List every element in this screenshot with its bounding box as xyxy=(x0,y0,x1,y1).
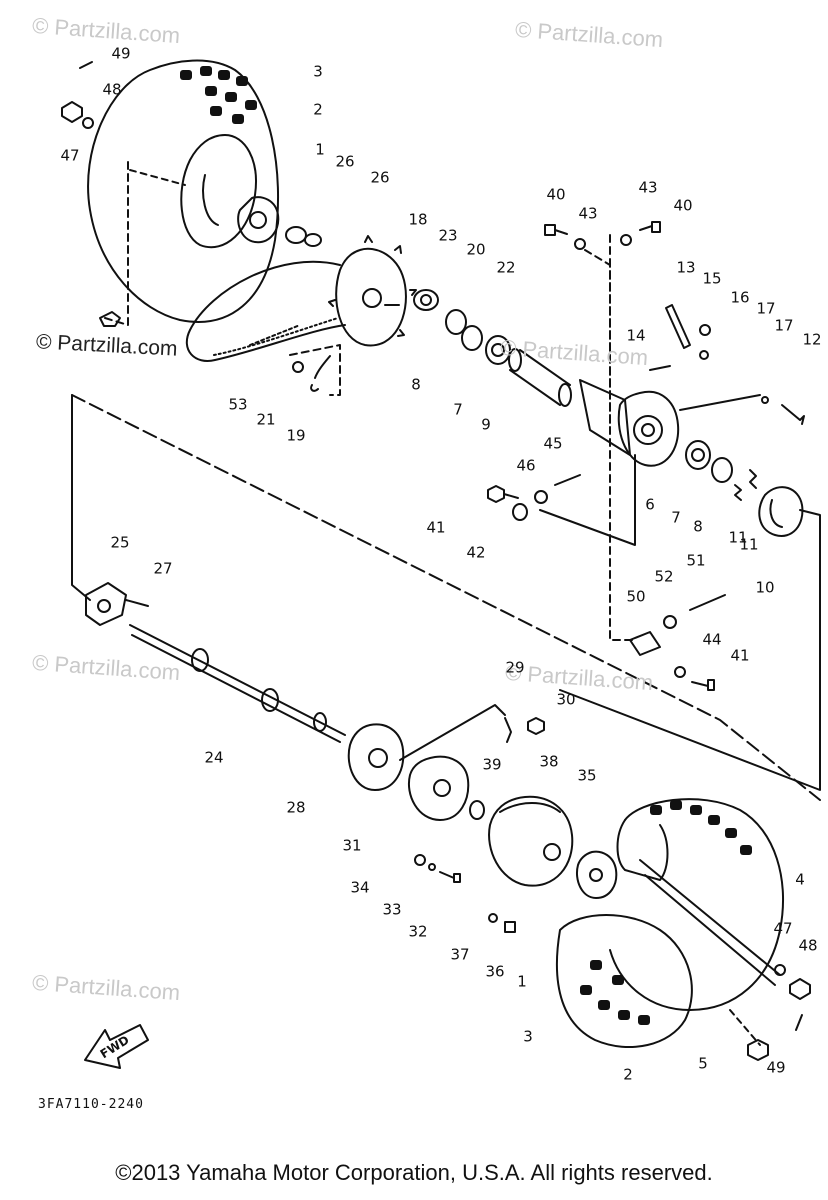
part-callout-number: 12 xyxy=(802,330,822,349)
axle-hub xyxy=(85,582,149,626)
brake-drum xyxy=(488,795,574,887)
part-callout-number: 16 xyxy=(730,288,750,307)
part-callout-number: 17 xyxy=(756,299,776,318)
part-callout-number: 43 xyxy=(578,204,598,223)
part-callout-number: 19 xyxy=(286,426,306,445)
part-callout-number: 31 xyxy=(342,836,362,855)
part-callout-number: 50 xyxy=(626,587,646,606)
part-callout-number: 26 xyxy=(370,168,390,187)
part-callout-number: 32 xyxy=(408,922,428,941)
part-callout-number: 28 xyxy=(286,798,306,817)
forward-arrow-icon xyxy=(84,1024,149,1069)
part-callout-number: 34 xyxy=(350,878,370,897)
part-callout-number: 29 xyxy=(505,658,525,677)
part-callout-number: 39 xyxy=(482,755,502,774)
part-callout-number: 8 xyxy=(693,517,703,536)
top-bolts xyxy=(544,221,661,250)
part-callout-number: 49 xyxy=(766,1058,786,1077)
part-callout-number: 47 xyxy=(773,919,793,938)
part-callout-number: 40 xyxy=(546,185,566,204)
part-callout-number: 23 xyxy=(438,226,458,245)
part-callout-number: 6 xyxy=(645,495,655,514)
part-callout-number: 35 xyxy=(577,766,597,785)
part-callout-number: 37 xyxy=(450,945,470,964)
part-callout-number: 14 xyxy=(626,326,646,345)
part-callout-number: 15 xyxy=(702,269,722,288)
part-callout-number: 26 xyxy=(335,152,355,171)
part-callout-number: 2 xyxy=(313,100,323,119)
part-callout-number: 7 xyxy=(671,508,681,527)
part-callout-number: 41 xyxy=(730,646,750,665)
part-callout-number: 40 xyxy=(673,196,693,215)
part-callout-number: 11 xyxy=(728,528,748,547)
diagram-code: 3FA7110-2240 xyxy=(38,1097,144,1112)
part-callout-number: 53 xyxy=(228,395,248,414)
part-callout-number: 51 xyxy=(686,551,706,570)
part-callout-number: 24 xyxy=(204,748,224,767)
part-callout-number: 52 xyxy=(654,567,674,586)
part-callout-number: 7 xyxy=(453,400,463,419)
part-callout-number: 25 xyxy=(110,533,130,552)
valve-parts-top xyxy=(61,61,94,129)
part-callout-number: 49 xyxy=(111,44,131,63)
part-callout-number: 30 xyxy=(556,690,576,709)
part-callout-number: 8 xyxy=(411,375,421,394)
part-callout-number: 21 xyxy=(256,410,276,429)
copyright-notice: ©2013 Yamaha Motor Corporation, U.S.A. A… xyxy=(115,1160,713,1185)
part-callout-number: 48 xyxy=(102,80,122,99)
part-callout-number: 41 xyxy=(426,518,446,537)
sprocket xyxy=(328,235,417,347)
part-callout-number: 27 xyxy=(153,559,173,578)
part-callout-number: 46 xyxy=(516,456,536,475)
part-callout-number: 4 xyxy=(795,870,805,889)
part-callout-number: 22 xyxy=(496,258,516,277)
wheel-hub-left xyxy=(237,196,322,247)
part-callout-number: 42 xyxy=(466,543,486,562)
part-callout-number: 11 xyxy=(739,535,759,554)
rear-axle xyxy=(129,624,346,743)
part-callout-number: 3 xyxy=(523,1027,533,1046)
part-callout-number: 20 xyxy=(466,240,486,259)
part-callout-number: 10 xyxy=(755,578,775,597)
part-callout-number: 47 xyxy=(60,146,80,165)
part-callout-number: 5 xyxy=(698,1054,708,1073)
part-callout-number: 44 xyxy=(702,630,722,649)
rear-tire-right xyxy=(556,798,784,1048)
part-callout-number: 13 xyxy=(676,258,696,277)
part-callout-number: 3 xyxy=(313,62,323,81)
part-callout-number: 45 xyxy=(543,434,563,453)
part-callout-number: 9 xyxy=(481,415,491,434)
rear-tire-left xyxy=(87,59,280,323)
axle-hub-housing xyxy=(579,379,680,467)
part-callout-number: 48 xyxy=(798,936,818,955)
part-callout-number: 38 xyxy=(539,752,559,771)
part-callout-number: 43 xyxy=(638,178,658,197)
part-callout-number: 33 xyxy=(382,900,402,919)
part-callout-number: 1 xyxy=(315,140,325,159)
part-callout-number: 2 xyxy=(623,1065,633,1084)
part-callout-number: 36 xyxy=(485,962,505,981)
part-callout-number: 1 xyxy=(517,972,527,991)
part-callout-number: 18 xyxy=(408,210,428,229)
part-callout-number: 17 xyxy=(774,316,794,335)
drive-chain xyxy=(185,260,346,362)
axle-tube xyxy=(508,348,572,407)
